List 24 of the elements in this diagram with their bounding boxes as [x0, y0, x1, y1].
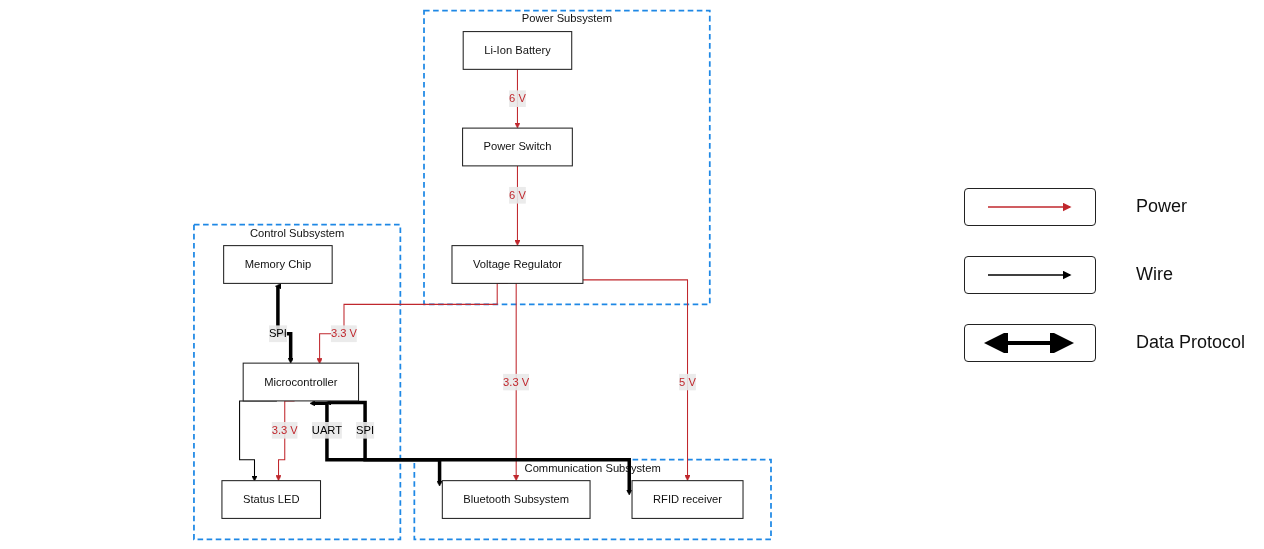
node-box: Voltage Regulator: [450, 244, 583, 284]
node-box: Li-Ion Battery: [462, 30, 572, 70]
node-box: Power Switch: [461, 127, 573, 166]
edge-label: SPI: [355, 423, 374, 436]
edge-label: 3.3 V: [330, 326, 357, 339]
edge-label: UART: [311, 423, 342, 436]
arrow: [512, 282, 519, 481]
node-box: Microcontroller: [242, 362, 359, 401]
edge-label: 3.3 V: [271, 423, 298, 436]
edge-label: 6 V: [508, 91, 526, 104]
node-box: Memory Chip: [222, 244, 333, 284]
legend-label: Wire: [1136, 264, 1173, 285]
edge-label: 6 V: [508, 188, 526, 201]
node-box: RFID receiver: [631, 479, 744, 519]
legend-label: Power: [1136, 196, 1188, 217]
edge-label: SPI: [268, 326, 287, 339]
arrow: [513, 68, 521, 128]
edge-label: 3.3 V: [502, 375, 529, 388]
legend-label: Data Protocol: [1136, 332, 1246, 353]
node-box: Bluetooth Subsystem: [441, 479, 591, 519]
node-box: Status LED: [220, 479, 321, 519]
arrow: [513, 164, 521, 246]
edge-label: 5 V: [678, 375, 696, 388]
arrow: [309, 399, 443, 486]
